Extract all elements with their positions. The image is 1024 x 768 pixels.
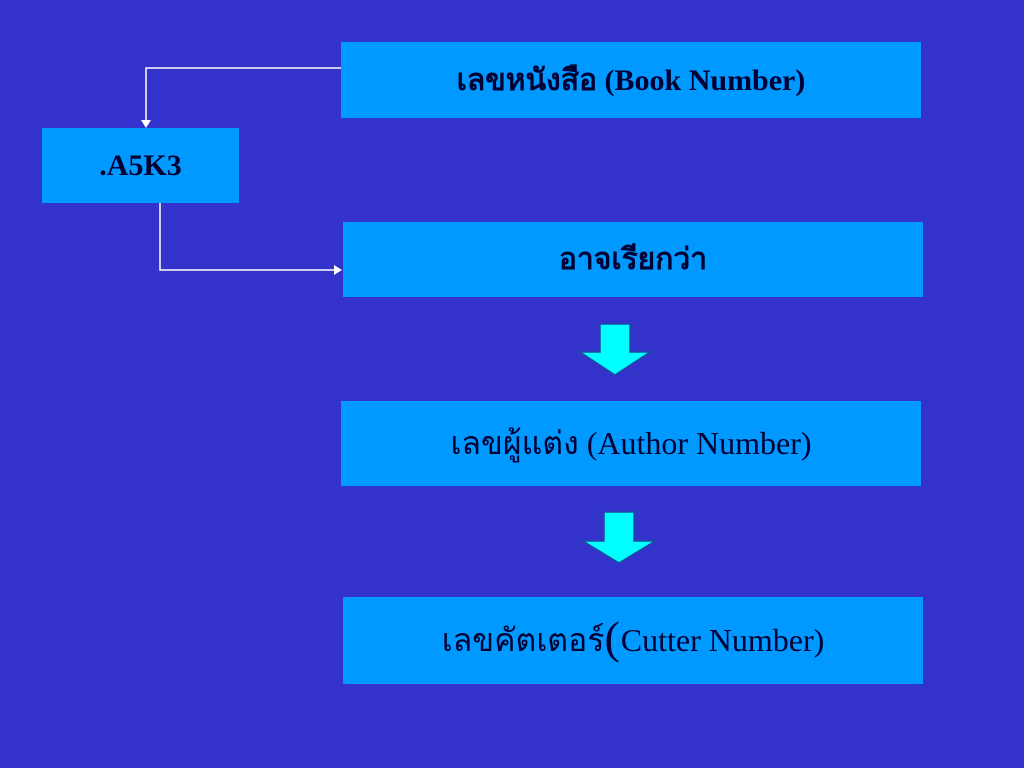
- cutter-number-prefix: เลขคัตเตอร์: [441, 622, 605, 658]
- connector-code-to-called: [159, 203, 336, 271]
- cutter-number-box: เลขคัตเตอร์ (Cutter Number): [343, 597, 923, 684]
- connector-book-to-code: [145, 67, 341, 122]
- author-number-box: เลขผู้แต่ง (Author Number): [341, 401, 921, 486]
- arrowhead-down-icon: [141, 120, 151, 128]
- book-number-box: เลขหนังสือ (Book Number): [341, 42, 921, 118]
- call-code-box: .A5K3: [42, 128, 239, 203]
- call-code-label: .A5K3: [99, 148, 182, 182]
- block-arrow-down-icon: [577, 323, 653, 376]
- cutter-number-rest: Cutter Number): [620, 622, 825, 658]
- author-number-label: เลขผู้แต่ง (Author Number): [450, 425, 812, 461]
- block-arrow-down-icon: [580, 511, 658, 564]
- cutter-open-paren: (: [604, 611, 620, 663]
- also-called-label: อาจเรียกว่า: [558, 243, 708, 276]
- arrowhead-right-icon: [334, 265, 342, 275]
- also-called-box: อาจเรียกว่า: [343, 222, 923, 297]
- book-number-label: เลขหนังสือ (Book Number): [456, 63, 806, 97]
